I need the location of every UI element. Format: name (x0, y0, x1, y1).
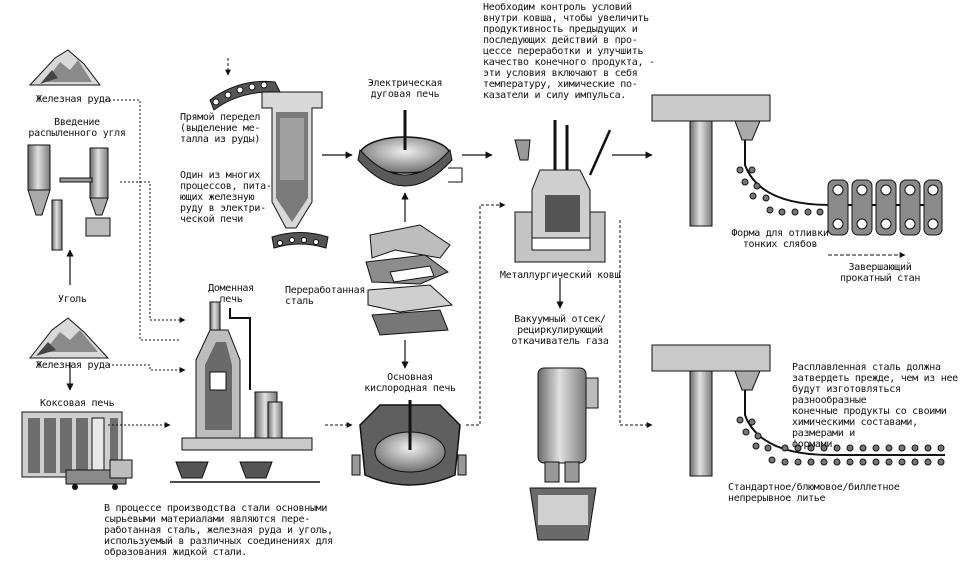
iron-ore-bottom-label: Железная руда (36, 360, 111, 371)
direct-reduction-label: Прямой передел (выделение ме- талла из р… (180, 112, 261, 145)
vacuum-degasser (529, 367, 599, 541)
metallurgical-ladle (514, 120, 612, 263)
metallurgical-ladle-label: Металлургический ковш (499, 270, 621, 281)
coal-injection-unit (27, 144, 111, 251)
coke-oven-label: Коксовая печь (40, 398, 115, 409)
direct-reduction-plant (209, 80, 329, 249)
basic-oxygen-furnace (351, 400, 467, 486)
continuous-casting-label: Стандартное/блюмовое/биллетное непрерывн… (728, 482, 900, 504)
blast-furnace (170, 301, 320, 483)
iron-ore-top-label: Железная руда (36, 94, 111, 105)
iron-ore-pile-top (28, 49, 102, 86)
blast-furnace-label: Доменная печь (208, 283, 254, 305)
coal-injection-label: Введение распыленного угля (28, 117, 126, 139)
thin-slab-caster (651, 94, 943, 236)
recycled-steel-pile (365, 224, 454, 336)
slab-mold-label: Форма для отливки тонких слябов (731, 228, 829, 250)
continuous-caster (651, 344, 945, 477)
hot-rolling-label: Завершающий прокатный стан (839, 262, 921, 284)
coke-oven (21, 411, 133, 490)
coal-label: Уголь (58, 294, 87, 305)
direct-reduction-note: Один из многих процессов, пита- ющих жел… (180, 170, 272, 225)
bof-label: Основная кислородная печь (364, 372, 456, 394)
electric-arc-furnace (357, 110, 463, 187)
raw-materials-note: В процессе производства стали основными … (104, 503, 333, 558)
ladle-control-note: Необходим контроль условий внутри ковша,… (483, 2, 655, 101)
vacuum-degasser-label: Вакуумный отсек/ рециркулирующий откачив… (511, 314, 609, 347)
solidify-note: Расплавленная сталь должна затвердеть пр… (792, 362, 958, 450)
recycled-steel-label: Переработанная сталь (285, 285, 366, 307)
iron-ore-pile-bottom (28, 317, 110, 359)
eaf-label: Электрическая дуговая печь (367, 78, 443, 100)
